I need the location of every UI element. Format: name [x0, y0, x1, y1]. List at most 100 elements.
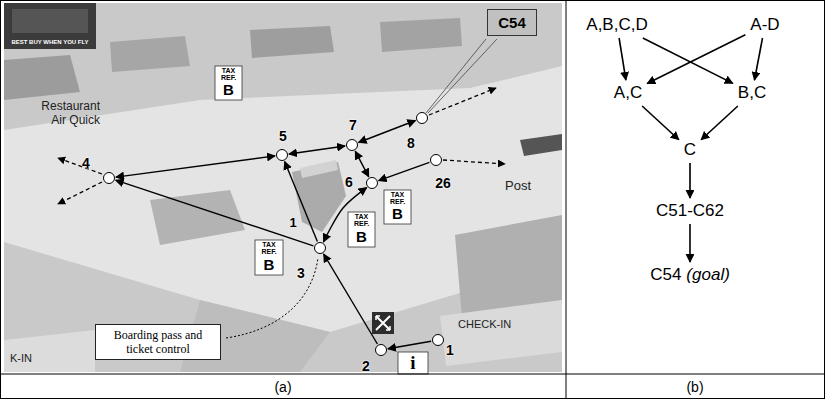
passport-control-icon	[376, 316, 390, 330]
waypoint-number: 6	[345, 174, 353, 190]
waypoint-node: 7	[346, 139, 358, 151]
hierarchy-node: C51-C62	[652, 199, 728, 223]
hierarchy-node: A,C	[610, 81, 646, 105]
route-arrow	[355, 151, 368, 177]
waypoint-number: 7	[349, 117, 357, 133]
map-ground	[380, 18, 462, 52]
map-number: 1	[289, 215, 296, 230]
waypoint-node: 26	[430, 154, 442, 166]
map-ground	[4, 330, 95, 372]
sign-text: TAX REF.	[348, 213, 375, 227]
node-text: (goal)	[686, 265, 729, 284]
route-arrow	[324, 254, 378, 344]
hierarchy-arrow	[689, 163, 691, 198]
hierarchy-arrow	[689, 224, 691, 262]
node-text: C54	[650, 265, 681, 284]
map-ground	[250, 26, 334, 58]
waypoint-node: 2	[375, 344, 387, 356]
sign-text: TAX REF.	[255, 241, 283, 255]
route-arrow	[116, 156, 275, 177]
map-ground	[4, 3, 562, 372]
map-label: CHECK-IN	[458, 318, 511, 330]
callout-box: Boarding pass and ticket control	[95, 324, 221, 361]
map-ground	[4, 66, 562, 332]
hierarchy-node: A,B,C,D	[582, 13, 651, 37]
goal-node: C54 (goal)	[646, 263, 734, 287]
route-arrow	[285, 161, 318, 241]
dotted-leader	[226, 258, 318, 338]
sign-letter: B	[255, 257, 283, 273]
figure-frame	[0, 374, 825, 375]
map-ground	[150, 190, 245, 245]
waypoint-node: 4	[103, 172, 115, 184]
passport-control-icon	[376, 316, 390, 330]
sign-text: BEST BUY WHEN YOU FLY	[11, 39, 88, 45]
leader-line	[426, 39, 497, 113]
tax-refund-sign	[215, 66, 411, 275]
route-arrow	[289, 146, 345, 154]
waypoint-number: 4	[82, 155, 90, 171]
route-arrow	[359, 121, 416, 143]
node-text: C51-C62	[656, 201, 724, 220]
leader-line	[426, 39, 486, 113]
node-text: B,C	[738, 83, 766, 102]
map-label: Post	[505, 178, 531, 193]
panel-label: (a)	[274, 379, 291, 395]
node-text: Boarding pass and ticket control	[114, 328, 203, 356]
sign-text: TAX REF.	[215, 67, 242, 81]
dotted-leader	[226, 258, 318, 338]
waypoint-node: 3	[314, 242, 326, 254]
hierarchy-arrow	[647, 35, 745, 84]
hierarchy-node: C	[680, 138, 700, 162]
map-label: Restaurant Air Quick	[26, 100, 100, 128]
waypoint-number: 26	[435, 175, 451, 191]
waypoint-number: 2	[362, 358, 370, 374]
node-text: A-D	[750, 15, 779, 34]
hierarchy-arrow	[701, 106, 738, 140]
hierarchy-arrow	[642, 106, 679, 140]
figure-frame	[566, 0, 567, 399]
info-icon	[398, 352, 428, 374]
waypoint-number: 5	[279, 128, 287, 144]
passport-control-icon	[372, 312, 394, 334]
route-arrow	[116, 180, 314, 246]
dashed-exit-arrow	[58, 182, 102, 204]
waypoint-number: 8	[407, 135, 415, 151]
node-text: A,B,C,D	[586, 15, 647, 34]
map-ground	[12, 9, 88, 33]
tax-refund-sign	[255, 240, 283, 275]
tax-refund-sign	[348, 212, 375, 247]
node-text: C	[684, 140, 696, 159]
sign-letter: B	[348, 229, 375, 245]
sign-letter: B	[215, 82, 242, 98]
map-ground	[300, 160, 338, 178]
hierarchy-arrow	[643, 38, 733, 83]
dashed-exit-arrow	[58, 88, 505, 204]
node-text: A,C	[614, 83, 642, 102]
tax-refund-sign	[384, 190, 411, 224]
map-ground	[440, 300, 562, 366]
route-arrow	[388, 341, 431, 349]
info-icon	[398, 352, 428, 374]
route-arrow	[379, 162, 430, 180]
panel-label: (b)	[686, 379, 703, 395]
map-ground	[4, 55, 80, 100]
map-label: K-IN	[10, 352, 32, 364]
dashed-exit-arrow	[443, 160, 505, 164]
map-ground	[520, 134, 562, 156]
hierarchy-node: B,C	[734, 81, 770, 105]
hierarchy-arrow	[619, 38, 626, 80]
tax-refund-sign	[215, 66, 242, 100]
waypoint-number: 1	[446, 342, 454, 358]
leader-line	[428, 39, 497, 113]
hierarchy-arrow	[754, 38, 762, 80]
waypoint-number: 3	[297, 265, 305, 281]
waypoint-node: 8	[416, 112, 428, 124]
sign-letter: B	[384, 206, 411, 222]
sign-text: TAX REF.	[384, 191, 411, 205]
